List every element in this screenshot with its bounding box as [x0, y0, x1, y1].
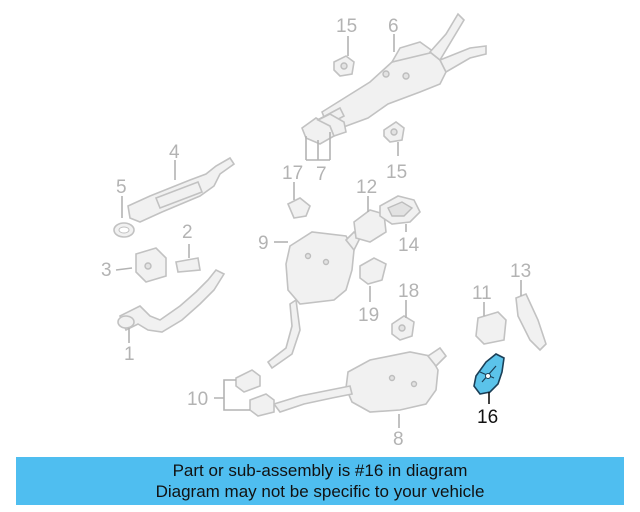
- part-15-hanger-lower: [383, 121, 405, 143]
- callout-19: 19: [358, 305, 379, 326]
- callout-11: 11: [472, 283, 492, 304]
- callout-16[interactable]: 16: [477, 407, 498, 428]
- info-banner: Part or sub-assembly is #16 in diagram D…: [16, 457, 624, 505]
- part-19-bracket: [359, 257, 387, 285]
- part-7-clamps: [301, 113, 347, 145]
- part-18-hanger: [391, 315, 415, 341]
- part-1-front-pipe: [117, 268, 226, 333]
- callout-9: 9: [258, 233, 269, 254]
- part-12-heat-shield: [353, 209, 387, 243]
- part-5-gasket: [113, 222, 135, 238]
- callout-4: 4: [169, 142, 180, 163]
- callout-labels: 1 2 3 4 5 6 7 8 9 10 11 13 12 14 15 15 1…: [101, 16, 531, 450]
- banner-line-part-number: Part or sub-assembly is #16 in diagram: [172, 461, 468, 480]
- part-17-bracket: [286, 197, 311, 219]
- callout-1: 1: [124, 344, 135, 365]
- callout-17: 17: [282, 163, 303, 184]
- part-6-pipe-assembly: [308, 12, 487, 134]
- part-11-pad: [475, 311, 507, 345]
- leader-lines: [115, 34, 522, 428]
- part-16-bracket-highlighted[interactable]: [473, 353, 505, 395]
- callout-7: 7: [316, 164, 327, 185]
- part-3-bracket: [135, 247, 167, 283]
- callout-18: 18: [398, 281, 419, 302]
- part-14-shield: [379, 195, 421, 225]
- callout-12: 12: [356, 177, 377, 198]
- callout-5: 5: [116, 177, 127, 198]
- callout-15-top: 15: [336, 16, 357, 37]
- callout-3: 3: [101, 260, 112, 281]
- part-4-catalytic-converter: [127, 156, 236, 223]
- part-8-rear-muffler: [345, 346, 448, 413]
- banner-line-disclaimer: Diagram may not be specific to your vehi…: [155, 482, 485, 501]
- callout-13: 13: [510, 261, 531, 282]
- part-13-gasket-plate: [515, 292, 547, 352]
- callout-10: 10: [187, 389, 208, 410]
- callout-15-lower: 15: [386, 162, 407, 183]
- callout-8: 8: [393, 429, 404, 450]
- part-10-intermediate-pipe: [235, 369, 353, 417]
- part-9-center-muffler: [266, 230, 361, 370]
- callout-14: 14: [398, 235, 420, 256]
- callout-2: 2: [182, 222, 193, 243]
- part-2-bracket: [175, 257, 201, 273]
- callout-6: 6: [388, 16, 399, 37]
- part-15-hanger-top: [333, 55, 355, 77]
